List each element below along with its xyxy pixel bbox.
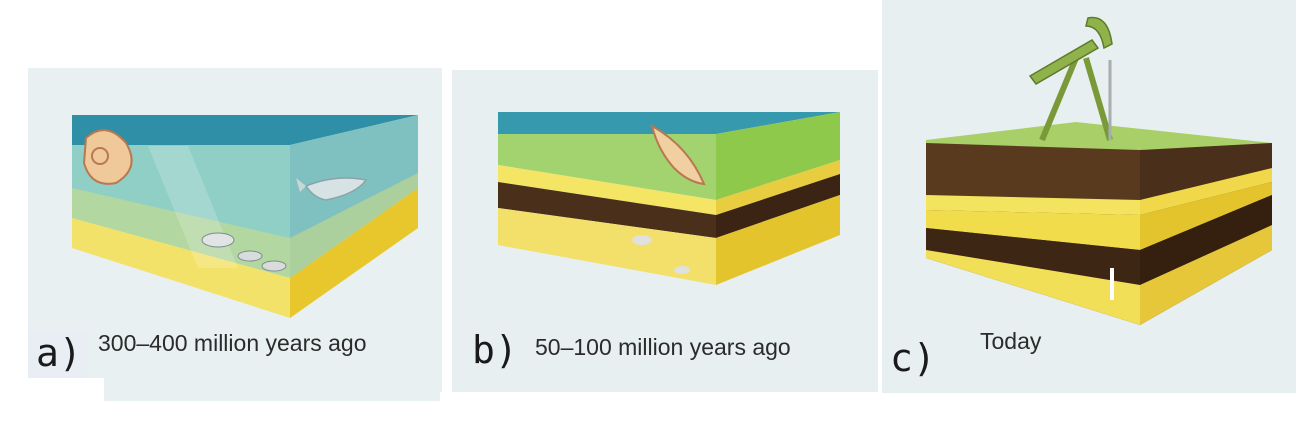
panel-letter-a: a)	[36, 331, 82, 375]
mask-bottom-a	[8, 378, 104, 418]
panel-letter-c: c)	[890, 336, 936, 380]
panel-b: b) 50–100 million years ago	[452, 70, 878, 393]
well-pipe	[1110, 268, 1114, 300]
caption-c: Today	[980, 328, 1042, 354]
letter-box-a	[28, 330, 88, 380]
seafloor-block-a	[72, 115, 418, 318]
ammonite-icon	[82, 129, 133, 185]
mask-top-a	[28, 56, 442, 68]
fossil-icon	[632, 235, 690, 274]
oil-field-block-c	[926, 16, 1272, 325]
shell-icon	[650, 124, 706, 186]
caption-a: 300–400 million years ago	[98, 330, 367, 356]
fish-icon	[296, 177, 368, 201]
shell-icon	[201, 232, 287, 272]
caption-b: 50–100 million years ago	[535, 334, 791, 360]
mask-bottom-b	[440, 392, 880, 422]
seafloor-block-b	[498, 112, 840, 285]
panel-c: c) Today	[882, 0, 1296, 393]
pump-jack-icon	[1028, 16, 1113, 142]
panel-letter-b: b)	[472, 328, 518, 372]
panel-a: a) 300–400 million years ago	[28, 68, 442, 401]
